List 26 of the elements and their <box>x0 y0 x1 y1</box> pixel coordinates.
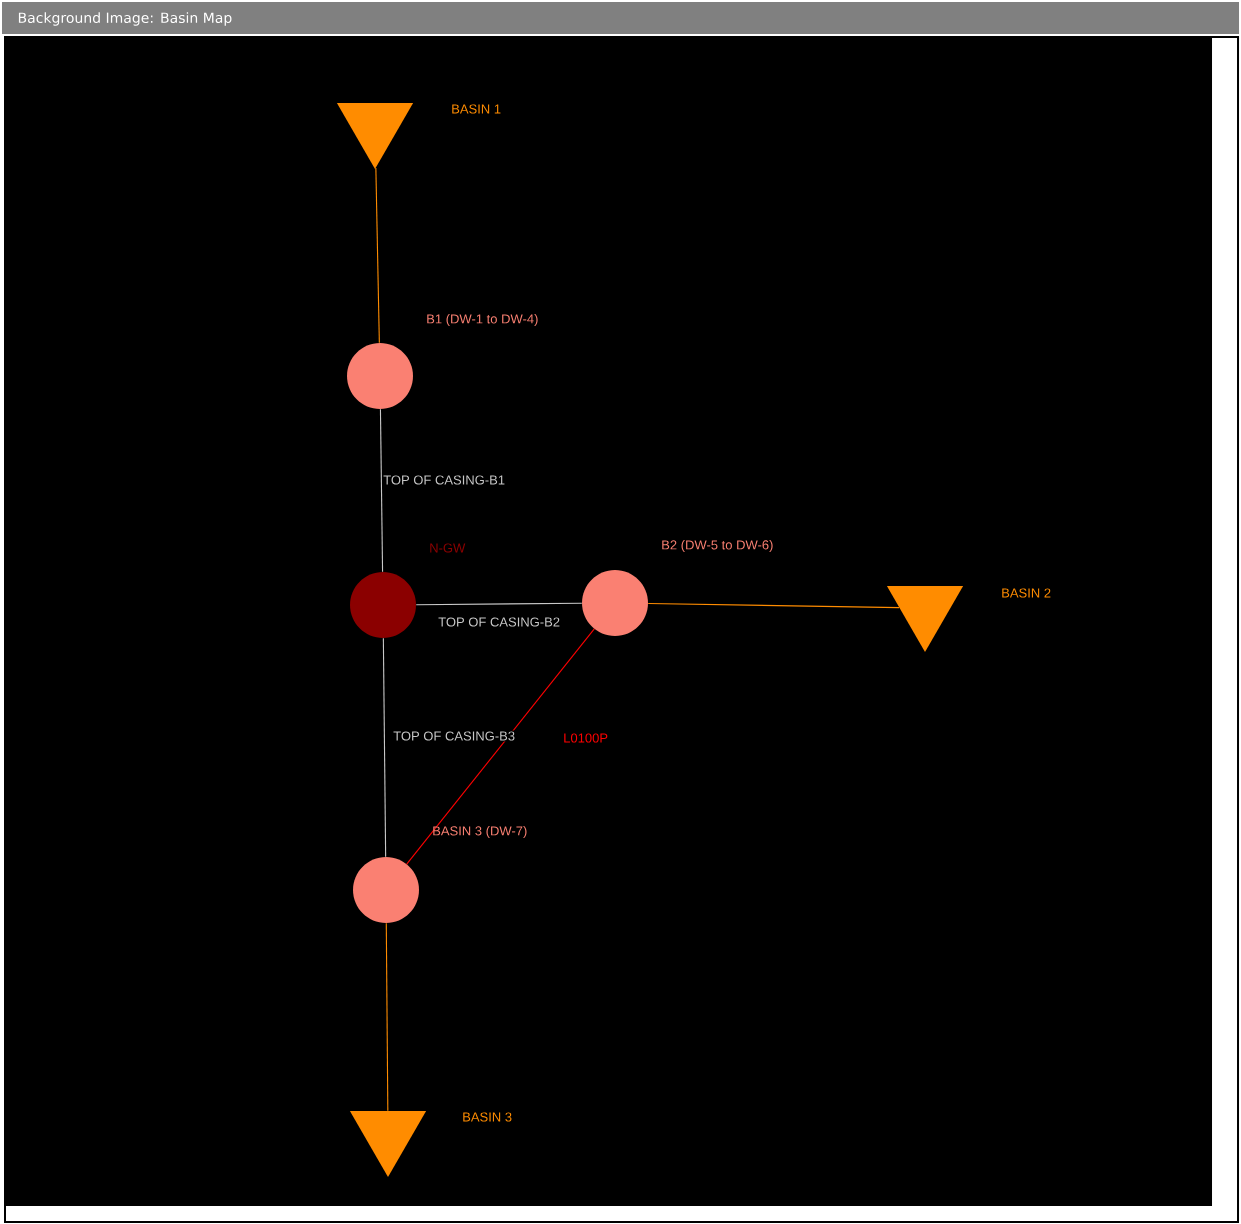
well-circle <box>582 570 648 636</box>
node-caption: BASIN 2 <box>1002 588 1051 598</box>
node-caption: BASIN 3 <box>463 1112 512 1122</box>
basin-triangle <box>886 586 964 652</box>
basin-triangle <box>349 1111 427 1177</box>
node-caption: BASIN 3 (DW-7) <box>433 825 527 839</box>
connector-line <box>385 922 389 1112</box>
node-caption: B2 (DW-5 to DW-6) <box>662 539 773 553</box>
well-circle <box>353 857 419 923</box>
edge-label: L0100P <box>562 732 610 744</box>
edge-label: TOP OF CASING-B1 <box>382 474 507 486</box>
basin-triangle <box>336 103 414 169</box>
node-caption: BASIN 1 <box>452 104 501 114</box>
node-caption: B1 (DW-1 to DW-4) <box>427 313 538 327</box>
title-bar: Background Image: Basin Map <box>2 2 1239 34</box>
connector-line <box>375 167 380 344</box>
edge-label: TOP OF CASING-B2 <box>437 616 562 628</box>
edge-label: TOP OF CASING-B3 <box>392 730 517 742</box>
connector-line <box>406 628 595 865</box>
connector-line <box>647 603 900 609</box>
connector-line <box>379 408 384 573</box>
well-circle <box>347 343 413 409</box>
connector-line <box>415 602 583 606</box>
well-circle <box>350 572 416 638</box>
node-caption: N-GW <box>430 543 466 553</box>
connector-line <box>382 637 387 858</box>
